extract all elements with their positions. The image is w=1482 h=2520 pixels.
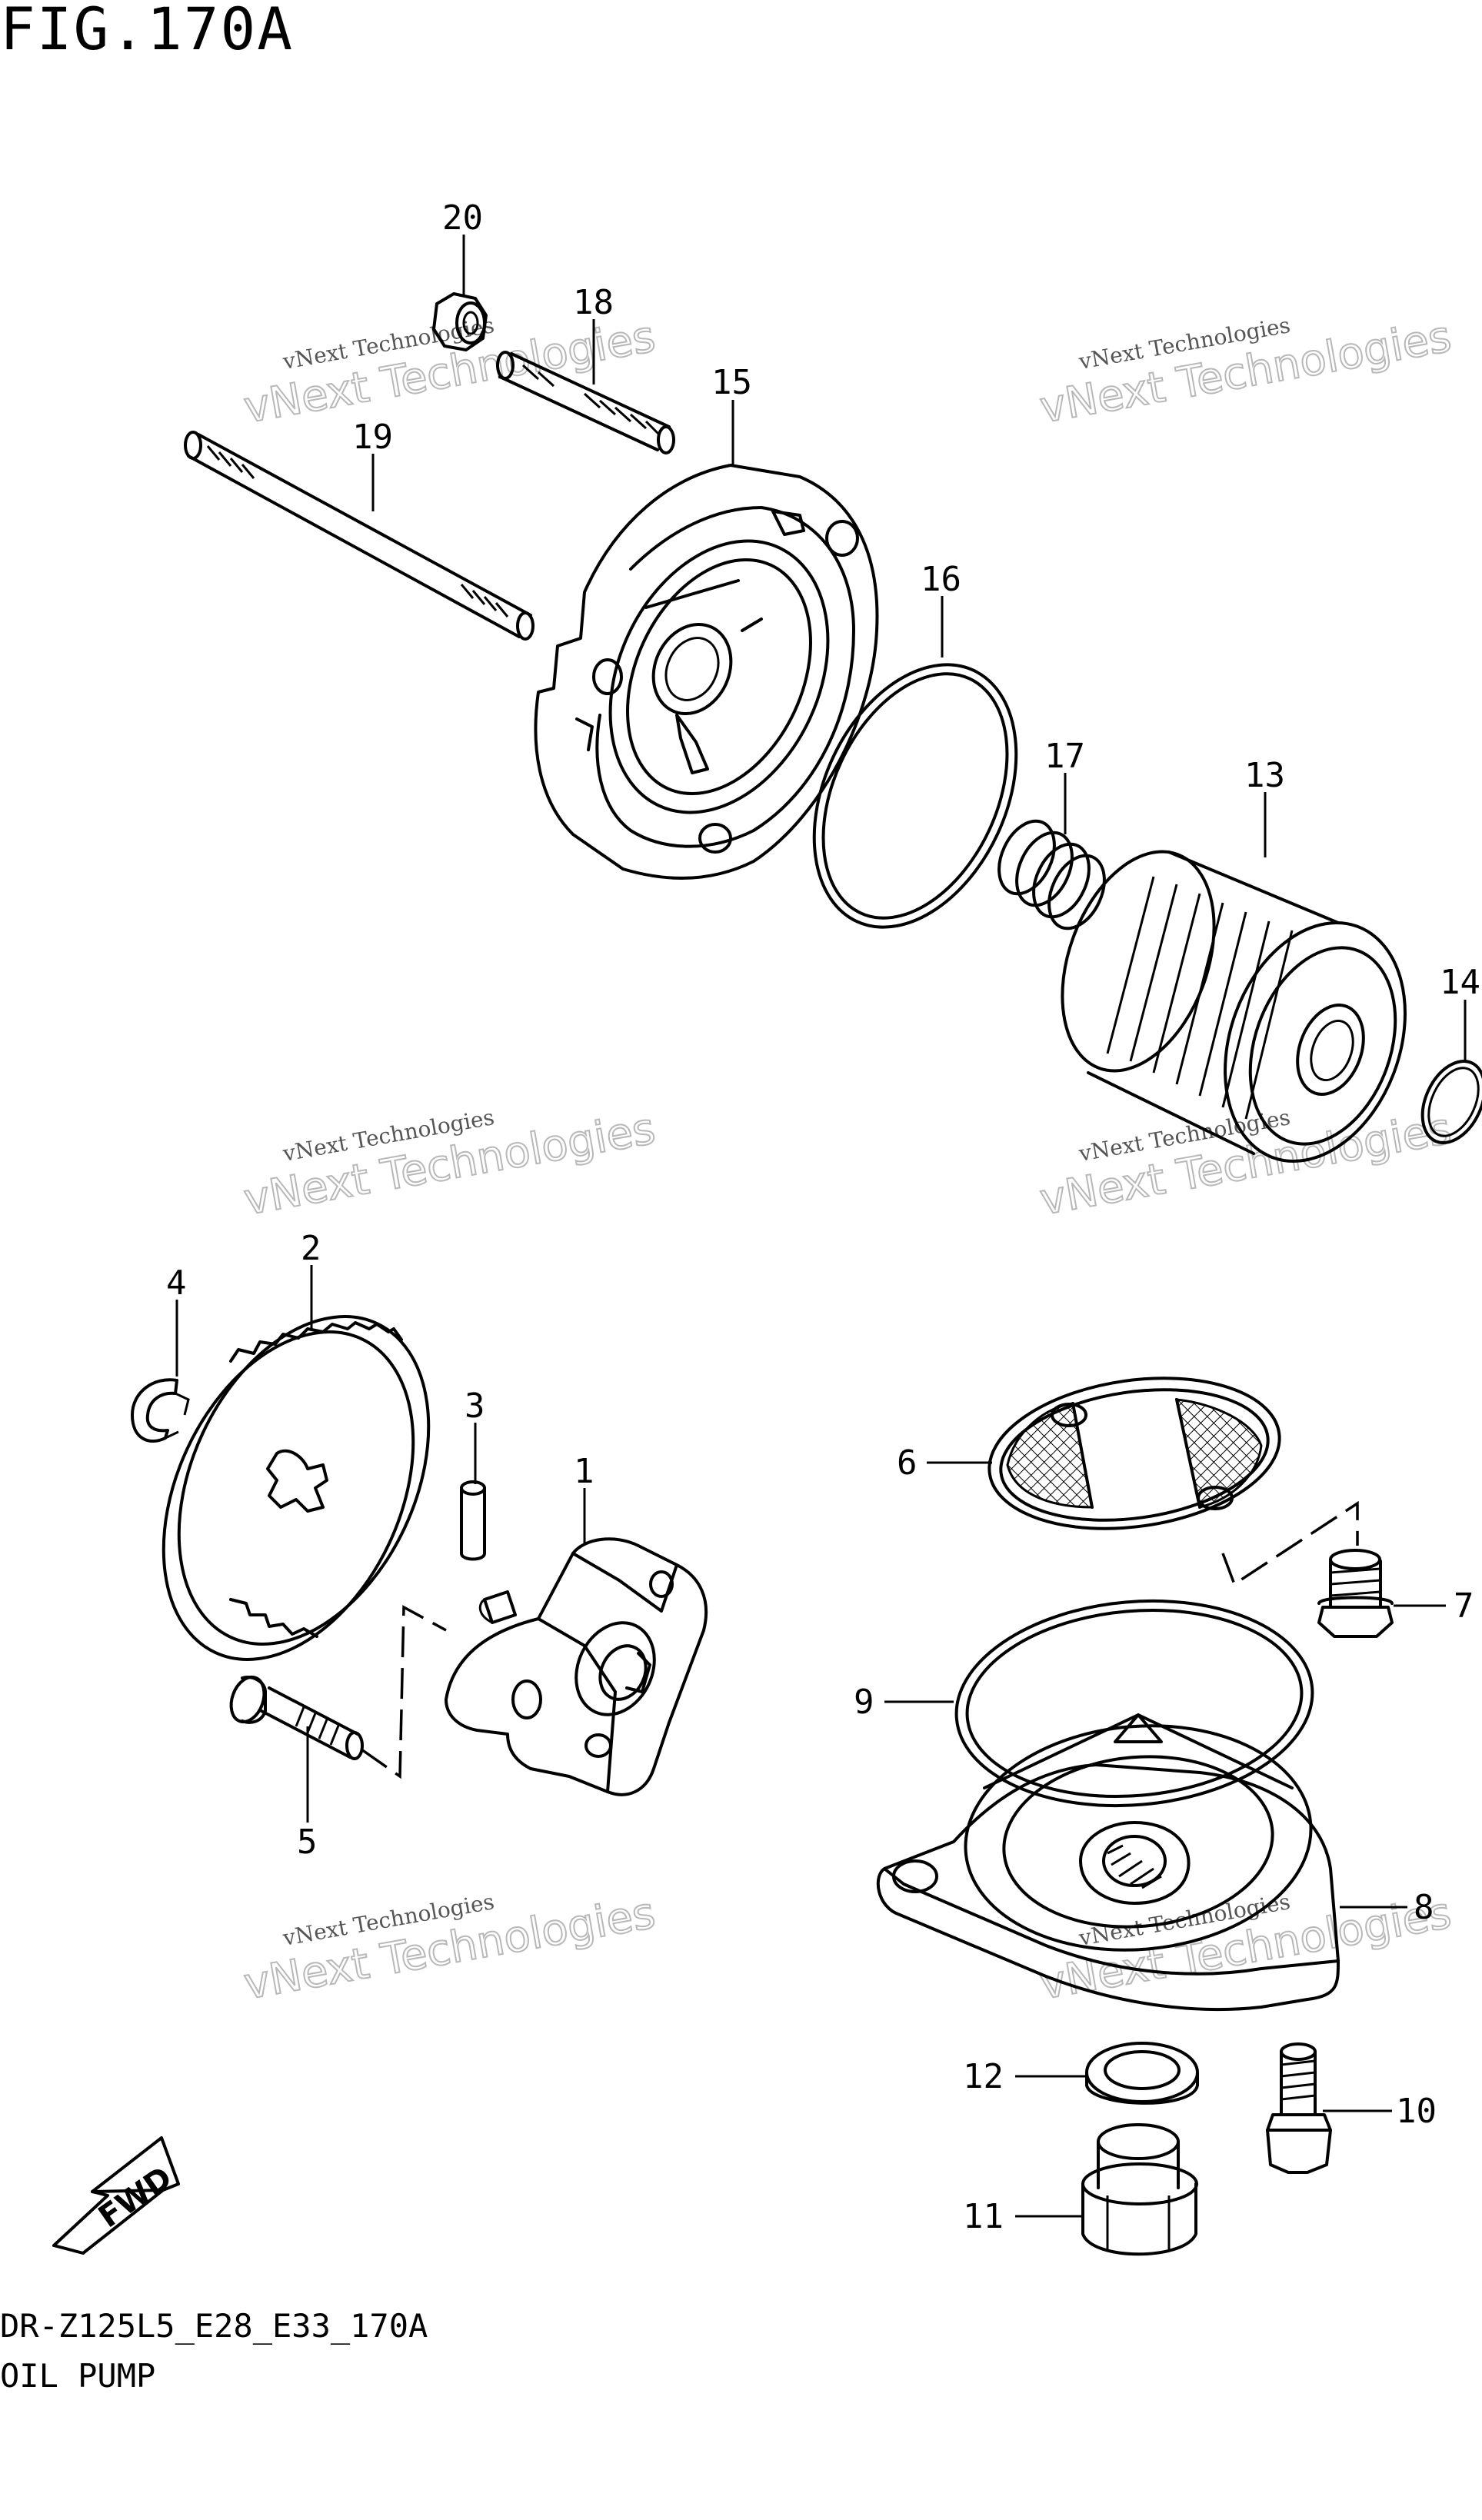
callout-12: 12 (963, 2057, 1004, 2096)
part-15-cover (534, 464, 879, 880)
callout-3: 3 (465, 1386, 485, 1426)
watermark-5: vNext Technologies vNext Technologies (239, 1887, 659, 2010)
part-4-circlip (131, 1378, 190, 1443)
callout-20: 20 (442, 198, 483, 238)
watermark-6: vNext Technologies vNext Technologies (1035, 1887, 1455, 2010)
callout-9: 9 (854, 1683, 874, 1722)
callout-4: 4 (166, 1263, 187, 1303)
callout-1: 1 (574, 1452, 594, 1491)
part-1-oil-pump (445, 1537, 708, 1796)
fwd-arrow-icon: FWD (52, 2136, 180, 2255)
callout-15: 15 (711, 363, 752, 402)
part-10-bolt (1266, 2042, 1332, 2174)
part-19-long-stud (184, 431, 535, 641)
callout-16: 16 (921, 560, 961, 599)
callout-8: 8 (1414, 1888, 1434, 1927)
watermarks: vNext Technologies vNext Technologies vN… (239, 311, 1455, 2010)
alignment-line-pump (360, 1605, 447, 1779)
part-12-gasket (1085, 2042, 1199, 2105)
part-2-gear (162, 1315, 431, 1661)
part-3-pin (460, 1480, 486, 1561)
part-9-o-ring (954, 1599, 1314, 1808)
part-20-nut (432, 292, 488, 351)
part-13-oil-filter (1061, 850, 1407, 1163)
watermark-3: vNext Technologies vNext Technologies (239, 1103, 659, 1226)
callout-19: 19 (352, 418, 393, 457)
part-14-o-ring (1420, 1060, 1482, 1144)
part-11-plug (1081, 2123, 1198, 2256)
figure-code: DR-Z125L5_E28_E33_170A (0, 2307, 428, 2345)
callout-11: 11 (963, 2197, 1004, 2236)
part-8-cap (876, 1713, 1340, 2011)
figure-name: OIL PUMP (0, 2357, 156, 2395)
watermark-4: vNext Technologies vNext Technologies (1035, 1103, 1455, 1226)
part-17-spring (997, 819, 1106, 930)
callout-labels: 20 18 19 15 16 17 13 14 4 2 3 1 5 6 7 9 … (166, 198, 1480, 2236)
callout-17: 17 (1044, 737, 1085, 776)
leader-lines (175, 235, 1467, 2218)
watermark-2: vNext Technologies vNext Technologies (1035, 311, 1455, 434)
part-18-stud (496, 351, 675, 454)
callout-2: 2 (301, 1229, 321, 1268)
callout-5: 5 (297, 1823, 318, 1862)
callout-18: 18 (573, 283, 614, 322)
alignment-line-screen (1221, 1500, 1359, 1586)
callout-7: 7 (1454, 1586, 1474, 1626)
callout-6: 6 (897, 1443, 918, 1483)
part-7-bolt (1317, 1549, 1394, 1638)
callout-10: 10 (1396, 2092, 1437, 2131)
figure-title: FIG.170A (0, 0, 295, 63)
part-16-o-ring (812, 663, 1018, 929)
svg-text:FWD: FWD (92, 2160, 178, 2235)
callout-14: 14 (1440, 963, 1480, 1002)
part-5-bolt (229, 1675, 364, 1760)
part-6-oil-screen (987, 1377, 1281, 1530)
callout-13: 13 (1244, 756, 1285, 795)
